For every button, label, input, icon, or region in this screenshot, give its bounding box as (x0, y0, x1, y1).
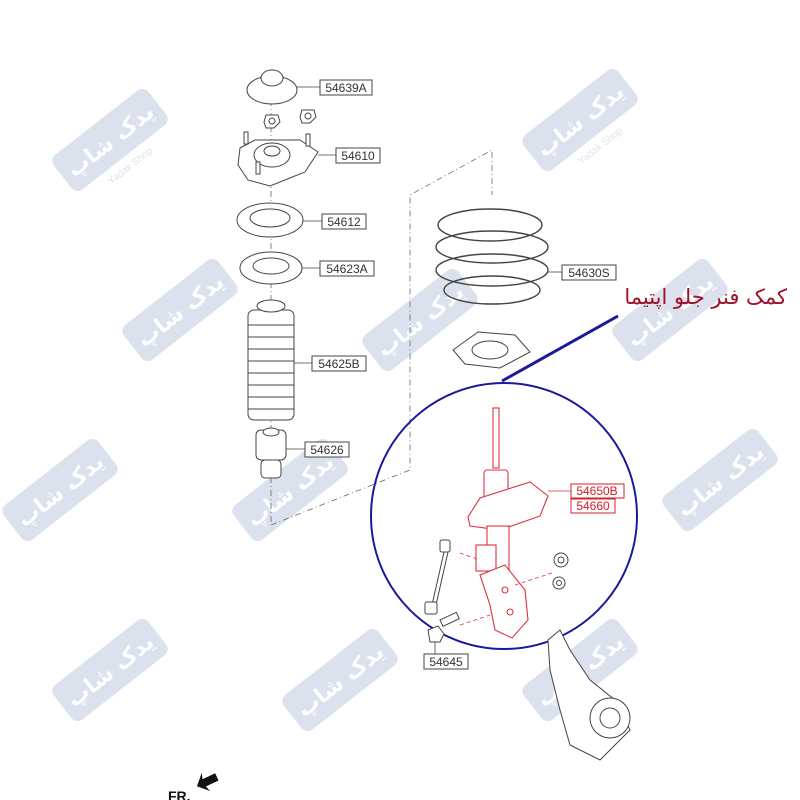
label-54626[interactable]: 54626 (304, 441, 350, 458)
part-number: 54610 (341, 149, 375, 163)
label-54612[interactable]: 54612 (321, 213, 367, 230)
lower-spring-seat (452, 331, 531, 369)
arrow-icon (196, 772, 219, 792)
nut (263, 114, 281, 129)
front-label: FR. (168, 788, 191, 800)
callout-leader (501, 314, 619, 383)
callout-circle (370, 382, 638, 650)
part-number: 54623A (326, 262, 367, 276)
callout-title: کمک فنر جلو اپتیما (624, 285, 787, 309)
part-number: 54626 (310, 443, 344, 457)
part-54626-bump-stop[interactable] (255, 427, 287, 479)
part-54650b-strut-assembly[interactable] (467, 407, 549, 639)
label-54623a[interactable]: 54623A (319, 260, 375, 277)
part-number: 54650B (576, 484, 617, 498)
label-54639a[interactable]: 54639A (319, 79, 373, 96)
part-54623a-spring-seat[interactable] (239, 251, 303, 285)
part-number: 54612 (327, 215, 361, 229)
label-54650b[interactable]: 54650B (570, 483, 625, 499)
label-54660[interactable]: 54660 (570, 498, 616, 514)
part-number: 54639A (325, 81, 366, 95)
part-54610-strut-mount[interactable] (237, 131, 319, 187)
label-54610[interactable]: 54610 (335, 147, 381, 164)
label-54625b[interactable]: 54625B (311, 355, 367, 372)
label-54630s[interactable]: 54630S (561, 264, 617, 281)
part-54645-bolt[interactable] (427, 611, 460, 643)
part-number: 54630S (568, 266, 609, 280)
leader-lines (286, 86, 562, 654)
part-54625b-dust-boot[interactable] (247, 299, 295, 421)
nut (552, 576, 566, 590)
stabilizer-link (424, 539, 451, 615)
part-number: 54645 (429, 655, 463, 669)
steering-knuckle (547, 629, 631, 761)
part-54612-bearing[interactable] (236, 202, 304, 238)
red-guide-lines (459, 552, 556, 626)
nut (299, 109, 317, 124)
nut (553, 552, 569, 568)
part-number: 54625B (318, 357, 359, 371)
part-number: 54660 (576, 499, 610, 513)
label-54645[interactable]: 54645 (423, 653, 469, 670)
part-54630s-coil-spring[interactable] (435, 208, 549, 305)
front-direction-indicator: FR. (168, 772, 219, 800)
part-54639a-dust-cap[interactable] (246, 69, 298, 105)
